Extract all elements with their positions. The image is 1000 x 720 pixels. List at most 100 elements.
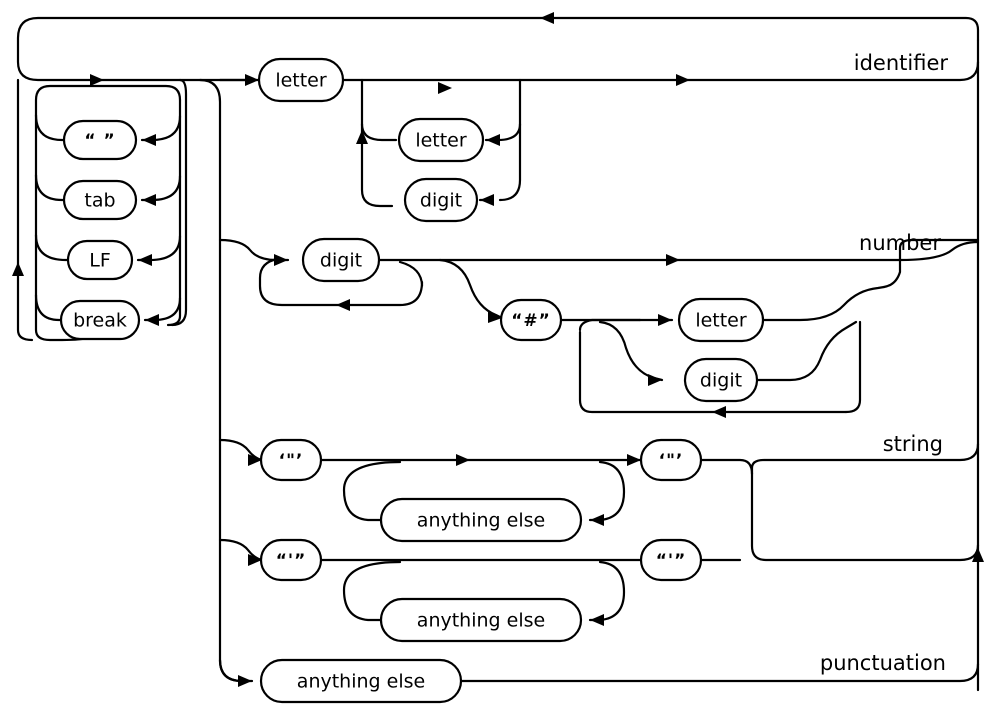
whitespace-right-spine (34, 84, 182, 312)
node-shape-ws-tab (62, 179, 138, 221)
identifier-exit-rail (341, 60, 980, 82)
node-label-ws-lf: LF (89, 250, 111, 272)
punctuation-exit-rail (459, 662, 980, 683)
node-label-id-letter-loop: letter (415, 130, 467, 152)
identifier-loop-left-to-letter (360, 122, 398, 142)
node-str-dq-open[interactable]: ‘"’ (259, 438, 323, 482)
node-label-ws-space: “ ” (84, 131, 115, 151)
string-dq-any-loop-left (342, 460, 402, 522)
arrow-id-loop-up (356, 130, 368, 144)
node-label-punct-any: anything else (297, 671, 425, 693)
arrow-number-letter (658, 314, 672, 326)
whitespace-return-tab (140, 174, 182, 202)
node-ws-break[interactable]: break (59, 299, 141, 341)
section-label-identifier: identifier (854, 51, 949, 75)
node-label-str-sq-open: “'” (276, 551, 307, 571)
node-ws-lf[interactable]: LF (66, 239, 134, 281)
node-ws-space[interactable]: “ ” (62, 119, 138, 161)
whitespace-return-lf (136, 234, 182, 262)
number-alt-split-left (578, 318, 642, 332)
arrow-ws-break-return (145, 314, 159, 326)
arrow-id-letter-loop (486, 134, 500, 146)
string-dq-any-loop-right (588, 460, 626, 522)
section-label-layer: identifier number string punctuation (820, 51, 949, 675)
node-num-letter[interactable]: letter (677, 297, 765, 343)
number-alt-split-down (598, 320, 664, 382)
identifier-loop-down-right (498, 78, 522, 202)
section-label-number: number (859, 231, 941, 255)
node-str-sq-close[interactable]: “'” (639, 538, 703, 582)
node-shape-num-digit (301, 237, 381, 283)
string-dq-close-exit (699, 458, 980, 562)
whitespace-branch-tab (34, 173, 66, 202)
node-label-str-dq-open: ‘"’ (279, 451, 304, 471)
whitespace-return-space (140, 114, 182, 142)
node-str-sq-open[interactable]: “'” (259, 538, 323, 582)
node-label-num-hash: “#” (511, 311, 551, 331)
string-sq-any-loop-left (342, 560, 402, 622)
arrow-punctuation-entry (238, 675, 252, 687)
identifier-loop-right-to-letter (484, 122, 522, 142)
node-label-str-sq-any: anything else (417, 610, 545, 632)
node-label-str-dq-any: anything else (417, 510, 545, 532)
node-label-num-letter: letter (695, 310, 747, 332)
node-id-letter-loop[interactable]: letter (397, 117, 485, 163)
node-str-dq-close[interactable]: ‘"’ (639, 438, 703, 482)
arrow-string-sq-any (590, 614, 604, 626)
number-alt-loop-bottom (578, 330, 848, 414)
arrowhead-group (12, 12, 984, 687)
node-ws-tab[interactable]: tab (62, 179, 138, 221)
node-id-letter-first[interactable]: letter (257, 57, 345, 103)
node-id-digit-loop[interactable]: digit (403, 177, 479, 223)
node-shape-str-sq-close (639, 538, 703, 582)
top-return-rail (16, 16, 980, 82)
arrow-id-digit-loop (480, 194, 494, 206)
node-num-hash[interactable]: “#” (499, 298, 563, 342)
arrow-ws-lf-return (138, 254, 152, 266)
section-label-string: string (883, 432, 943, 456)
arrow-ws-space-return (142, 134, 156, 146)
arrow-string-dq-mid (456, 454, 470, 466)
whitespace-branch-lf (34, 233, 70, 262)
string-dq-entry-rail (218, 438, 264, 462)
number-alt-loop-right-down (844, 320, 862, 414)
whitespace-left-spine (16, 78, 34, 342)
node-shape-str-sq-open (259, 538, 323, 582)
string-sq-any-loop-right (588, 560, 626, 622)
node-str-dq-any[interactable]: anything else (379, 497, 583, 543)
node-label-id-letter-first: letter (275, 70, 327, 92)
whitespace-entry-rail (170, 78, 188, 327)
node-num-digit[interactable]: digit (301, 237, 381, 283)
node-label-str-dq-close: ‘"’ (659, 451, 684, 471)
number-hash-branch (438, 258, 504, 320)
rail-group (16, 16, 980, 692)
arrow-collector-up (972, 548, 984, 562)
string-sq-entry-rail (218, 538, 264, 562)
node-shape-ws-space (62, 119, 138, 161)
arrow-string-dq-any (590, 514, 604, 526)
whitespace-return-break (143, 296, 182, 322)
arrow-string-dq-close (627, 454, 641, 466)
node-num-digit-alt[interactable]: digit (683, 357, 759, 403)
section-label-punctuation: punctuation (820, 651, 946, 675)
arrow-identifier-entry (245, 74, 259, 86)
arrow-string-dq-entry (248, 454, 262, 466)
node-shape-str-sq-any (379, 597, 583, 643)
arrow-top-return (540, 12, 554, 24)
node-label-str-sq-close: “'” (656, 551, 687, 571)
arrow-identifier-exit (676, 74, 690, 86)
node-punct-any[interactable]: anything else (259, 658, 463, 704)
node-str-sq-any[interactable]: anything else (379, 597, 583, 643)
number-alt-merge-digit (755, 320, 858, 382)
node-label-ws-break: break (73, 310, 127, 332)
node-shape-str-dq-any (379, 497, 583, 543)
branch-distributor-rail (198, 78, 244, 683)
arrow-number-alt-loop (712, 406, 726, 418)
node-shape-punct-any (259, 658, 463, 704)
punctuation-entry-rail (218, 658, 254, 683)
arrow-id-loop-top (438, 82, 452, 94)
arrow-number-digit-entry (274, 254, 288, 266)
node-label-ws-tab: tab (84, 190, 115, 212)
number-digit-exit (377, 240, 980, 262)
